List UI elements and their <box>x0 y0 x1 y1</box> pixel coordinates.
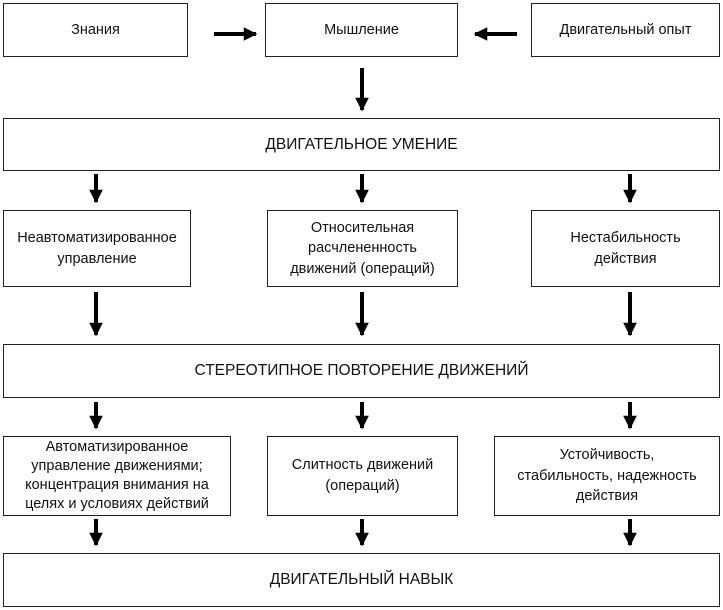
box-thinking: Мышление <box>265 3 458 57</box>
box-automated-control: Автоматизированное управление движениями… <box>3 436 231 516</box>
box-movement-fluency-label: Слитность движений (операций) <box>291 457 434 494</box>
box-non-automated-control-label: Неавтоматизированное управление <box>17 229 177 267</box>
box-thinking-label: Мышление <box>324 21 399 38</box>
box-action-instability: Нестабильность действия <box>531 210 720 287</box>
box-motor-skill: ДВИГАТЕЛЬНЫЙ НАВЫК <box>3 553 720 607</box>
box-automated-control-label: Автоматизированное управление движениями… <box>25 439 209 512</box>
box-stereotyped-repetition-label: СТЕРЕОТИПНОЕ ПОВТОРЕНИЕ ДВИЖЕНИЙ <box>194 362 529 379</box>
box-action-stability: Устойчивость, стабильность, надежность д… <box>494 436 720 516</box>
box-relative-fragmentation: Относительная расчлененность движений (о… <box>267 210 458 287</box>
box-action-stability-label: Устойчивость, стабильность, надежность д… <box>517 447 697 505</box>
box-motor-ability: ДВИГАТЕЛЬНОЕ УМЕНИЕ <box>3 118 720 171</box>
box-movement-fluency: Слитность движений (операций) <box>267 436 458 516</box>
box-non-automated-control: Неавтоматизированное управление <box>3 210 191 287</box>
box-motor-experience: Двигательный опыт <box>531 3 720 57</box>
box-stereotyped-repetition: СТЕРЕОТИПНОЕ ПОВТОРЕНИЕ ДВИЖЕНИЙ <box>3 344 720 398</box>
box-knowledge-label: Знания <box>71 21 120 38</box>
box-relative-fragmentation-label: Относительная расчлененность движений (о… <box>290 219 435 277</box>
box-motor-skill-label: ДВИГАТЕЛЬНЫЙ НАВЫК <box>269 571 454 588</box>
box-motor-experience-label: Двигательный опыт <box>559 21 692 38</box>
box-motor-ability-label: ДВИГАТЕЛЬНОЕ УМЕНИЕ <box>265 135 458 153</box>
box-action-instability-label: Нестабильность действия <box>570 229 681 267</box>
box-knowledge: Знания <box>3 3 188 57</box>
